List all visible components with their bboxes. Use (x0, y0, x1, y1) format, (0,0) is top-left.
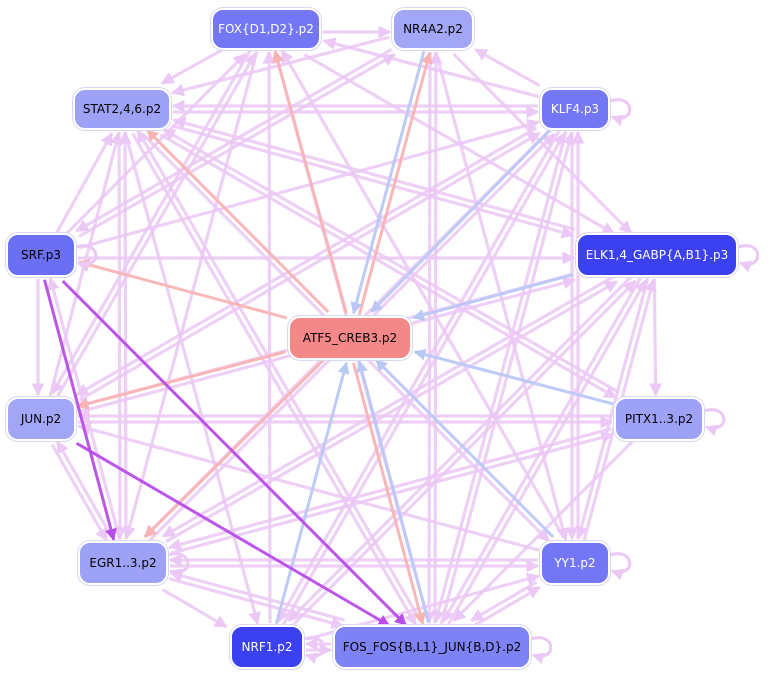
edge-yy1-to-atf (375, 358, 555, 538)
edge-fox-to-stat (160, 47, 224, 85)
edge-atf-to-fos (352, 362, 426, 625)
self-loop-elk (737, 244, 760, 273)
node-nr4[interactable]: NR4A2.p2 (392, 8, 474, 50)
edge-fos-to-elk (446, 279, 648, 626)
edge-elk-to-pitx (649, 279, 662, 397)
edge-elk-to-yy1 (575, 277, 650, 540)
edge-pitx-to-stat (162, 128, 620, 394)
node-label: KLF4.p3 (550, 102, 600, 116)
node-label: FOS_FOS{B,L1}_JUN{B,D}.p2 (342, 640, 522, 654)
edge-klf-to-fos (432, 130, 568, 624)
edge-atf-to-stat (145, 128, 330, 313)
edge-nrf-to-fox (262, 50, 276, 623)
self-loop-srf (75, 244, 98, 273)
node-yy1[interactable]: YY1.p2 (540, 541, 610, 585)
edge-pitx-to-atf (413, 348, 614, 406)
edge-jun-to-fox (56, 52, 257, 398)
edge-egr-to-fos (168, 577, 345, 630)
edge-yy1-to-jun (77, 422, 540, 552)
edge-srf-to-fox (65, 52, 247, 235)
edge-egr-to-nrf (161, 588, 228, 629)
edge-egr-to-elk (165, 280, 618, 543)
node-label: NRF1.p2 (241, 640, 293, 654)
edge-srf-to-stat (55, 132, 114, 234)
edge-srf-to-fos (61, 280, 407, 627)
edge-atf-to-jun (76, 350, 286, 410)
edge-nr4-to-atf (350, 50, 426, 315)
edge-nrf-to-atf (274, 361, 350, 625)
node-label: NR4A2.p2 (403, 22, 463, 36)
node-fos[interactable]: FOS_FOS{B,L1}_JUN{B,D}.p2 (333, 625, 531, 669)
node-jun[interactable]: JUN.p2 (6, 397, 76, 441)
node-egr[interactable]: EGR1..3.p2 (78, 541, 168, 585)
edge-klf-to-jun (75, 126, 538, 397)
edge-jun-to-fos (75, 441, 391, 627)
edge-egr-to-stat (118, 130, 132, 539)
edge-srf-to-nr4 (78, 53, 396, 238)
node-elk[interactable]: ELK1,4_GABP{A,B1}.p3 (576, 233, 738, 277)
edge-atf-to-srf (77, 259, 288, 320)
node-label: STAT2,4,6.p2 (82, 102, 162, 116)
edge-klf-to-nrf (276, 129, 561, 623)
edge-nr4-to-stat (171, 35, 390, 97)
edge-pitx-to-fos (452, 439, 635, 623)
edge-fos-to-stat (136, 129, 423, 623)
node-klf[interactable]: KLF4.p3 (540, 88, 610, 130)
edge-fos-to-atf (356, 360, 430, 623)
node-label: PITX1..3.p2 (624, 412, 694, 426)
node-label: YY1.p2 (554, 556, 596, 570)
edge-srf-to-egr (43, 279, 117, 541)
self-loop-yy1 (609, 552, 632, 581)
self-loop-klf (609, 98, 632, 127)
edge-elk-to-egr (162, 275, 615, 538)
edge-atf-to-nr4 (357, 51, 433, 316)
edge-stat-to-pitx (159, 133, 618, 399)
edge-nr4-to-fos (422, 51, 436, 625)
self-loop-pitx (703, 408, 726, 437)
node-label: ELK1,4_GABP{A,B1}.p3 (585, 248, 729, 262)
edge-klf-to-nr4 (474, 47, 541, 87)
edge-egr-to-pitx (170, 431, 615, 555)
edge-atf-to-egr (144, 358, 325, 538)
edge-fos-to-klf (439, 131, 576, 625)
node-label: JUN.p2 (20, 412, 62, 426)
edge-stat-to-nrf (123, 132, 261, 626)
edge-fox-to-egr (123, 50, 259, 540)
edge-fos-to-yy1 (473, 585, 541, 627)
edge-yy1-to-fox (280, 49, 566, 539)
self-loop-egr (167, 552, 190, 581)
edge-nr4-to-srf (75, 48, 393, 233)
edge-atf-to-fox (272, 50, 348, 314)
edge-nr4-to-yy1 (434, 52, 569, 542)
edge-fos-to-nr4 (429, 50, 443, 624)
node-nrf[interactable]: NRF1.p2 (230, 625, 304, 669)
edge-elk-to-atf (412, 273, 574, 321)
edge-jun-to-egr (50, 443, 109, 542)
edge-stat-to-egr (113, 132, 127, 541)
edge-jun-to-klf (78, 131, 541, 402)
node-label: ATF5_CREB3.p2 (302, 331, 398, 345)
node-stat[interactable]: STAT2,4,6.p2 (73, 88, 171, 130)
edge-nrf-to-klf (281, 132, 566, 626)
node-pitx[interactable]: PITX1..3.p2 (614, 397, 704, 441)
node-atf[interactable]: ATF5_CREB3.p2 (288, 316, 412, 360)
node-label: SRF.p3 (21, 248, 61, 262)
edge-fos-to-egr (169, 569, 345, 622)
node-srf[interactable]: SRF.p3 (6, 233, 76, 277)
node-label: FOX{D1,D2}.p2 (218, 22, 314, 36)
edge-fox-to-jun (50, 49, 252, 395)
self-loop-nrf (303, 636, 326, 665)
self-loop-fos (530, 636, 553, 665)
edge-yy1-to-fos (470, 580, 538, 622)
edge-klf-to-atf (370, 128, 552, 313)
node-fox[interactable]: FOX{D1,D2}.p2 (211, 8, 321, 50)
edge-egr-to-jun (55, 440, 114, 539)
edge-pitx-to-egr (167, 427, 612, 551)
node-label: EGR1..3.p2 (89, 556, 157, 570)
